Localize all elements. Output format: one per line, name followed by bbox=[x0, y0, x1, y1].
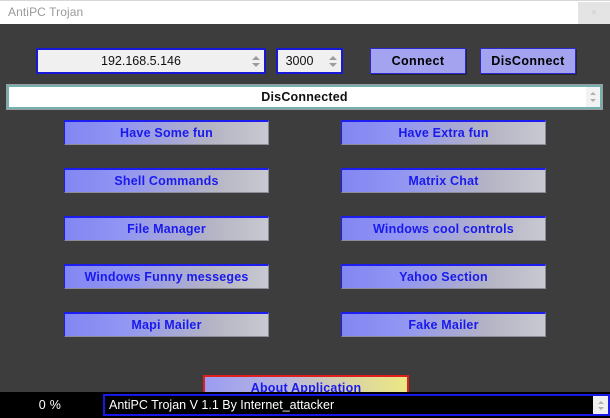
connect-button[interactable]: Connect bbox=[370, 48, 466, 74]
action-button-grid: Have Some fun Have Extra fun Shell Comma… bbox=[0, 120, 610, 360]
connection-status-text: DisConnected bbox=[261, 90, 348, 104]
chevron-up-icon[interactable] bbox=[328, 55, 337, 60]
fake-mailer-button[interactable]: Fake Mailer bbox=[341, 312, 546, 337]
disconnect-button[interactable]: DisConnect bbox=[480, 48, 576, 74]
port-input-value[interactable]: 3000 bbox=[285, 54, 314, 68]
shell-commands-button[interactable]: Shell Commands bbox=[64, 168, 269, 193]
chevron-down-icon[interactable] bbox=[597, 406, 604, 410]
client-area: 192.168.5.146 3000 Connect DisConnect Di… bbox=[0, 24, 610, 418]
status-box: DisConnected bbox=[6, 84, 603, 110]
port-spinner[interactable] bbox=[323, 50, 341, 72]
info-field-scrollbar[interactable] bbox=[593, 396, 608, 414]
chevron-up-icon[interactable] bbox=[597, 400, 604, 404]
yahoo-section-button[interactable]: Yahoo Section bbox=[341, 264, 546, 289]
host-spinner[interactable] bbox=[246, 50, 264, 72]
action-row: Mapi Mailer Fake Mailer bbox=[0, 312, 610, 360]
chevron-down-icon[interactable] bbox=[251, 62, 260, 67]
matrix-chat-button[interactable]: Matrix Chat bbox=[341, 168, 546, 193]
progress-label: 0 % bbox=[38, 398, 62, 412]
chevron-up-icon[interactable] bbox=[251, 55, 260, 60]
action-row: Windows Funny messeges Yahoo Section bbox=[0, 264, 610, 312]
title-bar: AntiPC Trojan × bbox=[0, 0, 610, 24]
windows-funny-messages-button[interactable]: Windows Funny messeges bbox=[64, 264, 269, 289]
chevron-down-icon[interactable] bbox=[590, 99, 596, 102]
close-icon[interactable]: × bbox=[578, 2, 610, 24]
have-extra-fun-button[interactable]: Have Extra fun bbox=[341, 120, 546, 145]
status-box-inner: DisConnected bbox=[7, 85, 602, 109]
port-input[interactable]: 3000 bbox=[276, 48, 343, 74]
windows-cool-controls-button[interactable]: Windows cool controls bbox=[341, 216, 546, 241]
status-bar: 0 % AntiPC Trojan V 1.1 By Internet_atta… bbox=[0, 392, 610, 418]
chevron-up-icon[interactable] bbox=[590, 92, 596, 95]
host-input[interactable]: 192.168.5.146 bbox=[36, 48, 266, 74]
action-row: Have Some fun Have Extra fun bbox=[0, 120, 610, 168]
have-some-fun-button[interactable]: Have Some fun bbox=[64, 120, 269, 145]
info-field[interactable]: AntiPC Trojan V 1.1 By Internet_attacker bbox=[103, 394, 610, 416]
file-manager-button[interactable]: File Manager bbox=[64, 216, 269, 241]
mapi-mailer-button[interactable]: Mapi Mailer bbox=[64, 312, 269, 337]
action-row: File Manager Windows cool controls bbox=[0, 216, 610, 264]
action-row: Shell Commands Matrix Chat bbox=[0, 168, 610, 216]
host-input-value[interactable]: 192.168.5.146 bbox=[101, 54, 181, 68]
info-field-text[interactable]: AntiPC Trojan V 1.1 By Internet_attacker bbox=[109, 398, 335, 412]
status-scrollbar[interactable] bbox=[586, 87, 600, 107]
window-title: AntiPC Trojan bbox=[8, 5, 84, 19]
chevron-down-icon[interactable] bbox=[328, 62, 337, 67]
